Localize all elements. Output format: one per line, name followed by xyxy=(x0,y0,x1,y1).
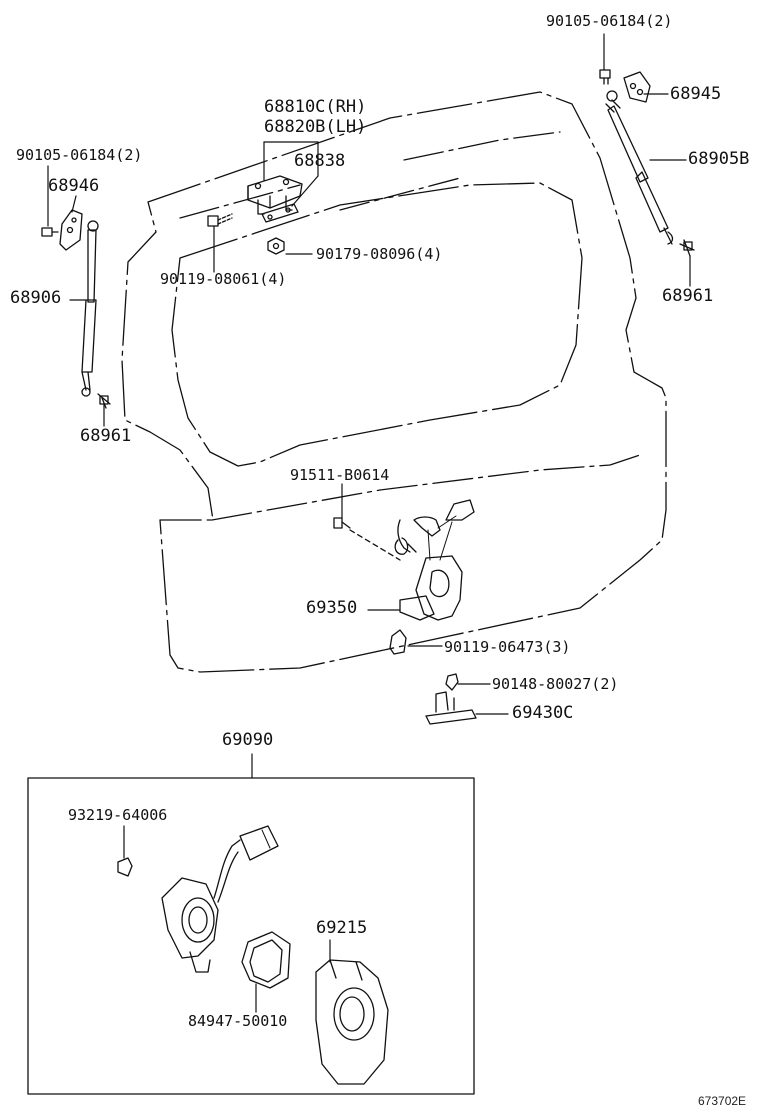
bolt-90119-08061 xyxy=(207,213,233,227)
lower-panel-line xyxy=(211,454,641,521)
screw-93219 xyxy=(117,857,133,877)
door-hinge xyxy=(247,175,303,215)
leader-lines xyxy=(47,33,691,1013)
label-68946: 68946 xyxy=(48,176,100,196)
bolt-68961-right xyxy=(679,239,695,257)
label-68838: 68838 xyxy=(294,151,346,171)
hinge-right xyxy=(623,71,651,103)
bolt-top-right xyxy=(599,69,611,85)
hinge-left xyxy=(59,209,83,251)
label-90119-06473: 90119-06473(3) xyxy=(444,638,571,656)
striker-69430c xyxy=(425,691,477,725)
upper-trim-line xyxy=(403,131,561,161)
label-68820b: 68820B(LH) xyxy=(264,117,367,137)
label-93219-64006: 93219-64006 xyxy=(68,806,168,824)
label-68906: 68906 xyxy=(10,288,62,308)
window-frame xyxy=(171,182,583,467)
sub-assembly-box xyxy=(27,777,475,1095)
label-84947-50010: 84947-50010 xyxy=(188,1012,288,1030)
label-69090: 69090 xyxy=(222,730,274,750)
label-68905b: 68905B xyxy=(688,149,750,169)
bolt-top-left xyxy=(41,227,59,237)
upper-trim-line-2 xyxy=(179,184,301,219)
nut-90179 xyxy=(267,237,285,255)
lamp-housing xyxy=(315,959,389,1085)
clip-90119-06473 xyxy=(389,629,407,655)
hinge-gasket xyxy=(261,203,299,223)
label-68961-right: 68961 xyxy=(662,286,714,306)
screw-91511 xyxy=(333,517,401,561)
label-91511-b0614: 91511-B0614 xyxy=(290,466,390,484)
door-lock-assembly xyxy=(394,499,475,621)
lamp-lens xyxy=(241,931,291,989)
label-68810c: 68810C(RH) xyxy=(264,97,367,117)
label-90119-08061: 90119-08061(4) xyxy=(160,270,287,288)
gas-strut-right xyxy=(605,90,674,245)
label-90105-06184-top: 90105-06184(2) xyxy=(546,12,673,30)
figure-reference: 673702E xyxy=(698,1094,747,1108)
label-69215: 69215 xyxy=(316,918,368,938)
label-68961-left: 68961 xyxy=(80,426,132,446)
label-90148-80027: 90148-80027(2) xyxy=(492,675,619,693)
label-90105-06184-left: 90105-06184(2) xyxy=(16,146,143,164)
back-door-outline xyxy=(121,91,667,673)
label-69430c: 69430C xyxy=(512,703,574,723)
upper-trim-line-3 xyxy=(339,177,461,211)
label-68945: 68945 xyxy=(670,84,722,104)
label-90179-08096: 90179-08096(4) xyxy=(316,245,443,263)
label-69350: 69350 xyxy=(306,598,358,618)
screw-90148 xyxy=(445,673,459,691)
gas-strut-left xyxy=(81,220,99,397)
lamp-socket xyxy=(161,825,279,973)
